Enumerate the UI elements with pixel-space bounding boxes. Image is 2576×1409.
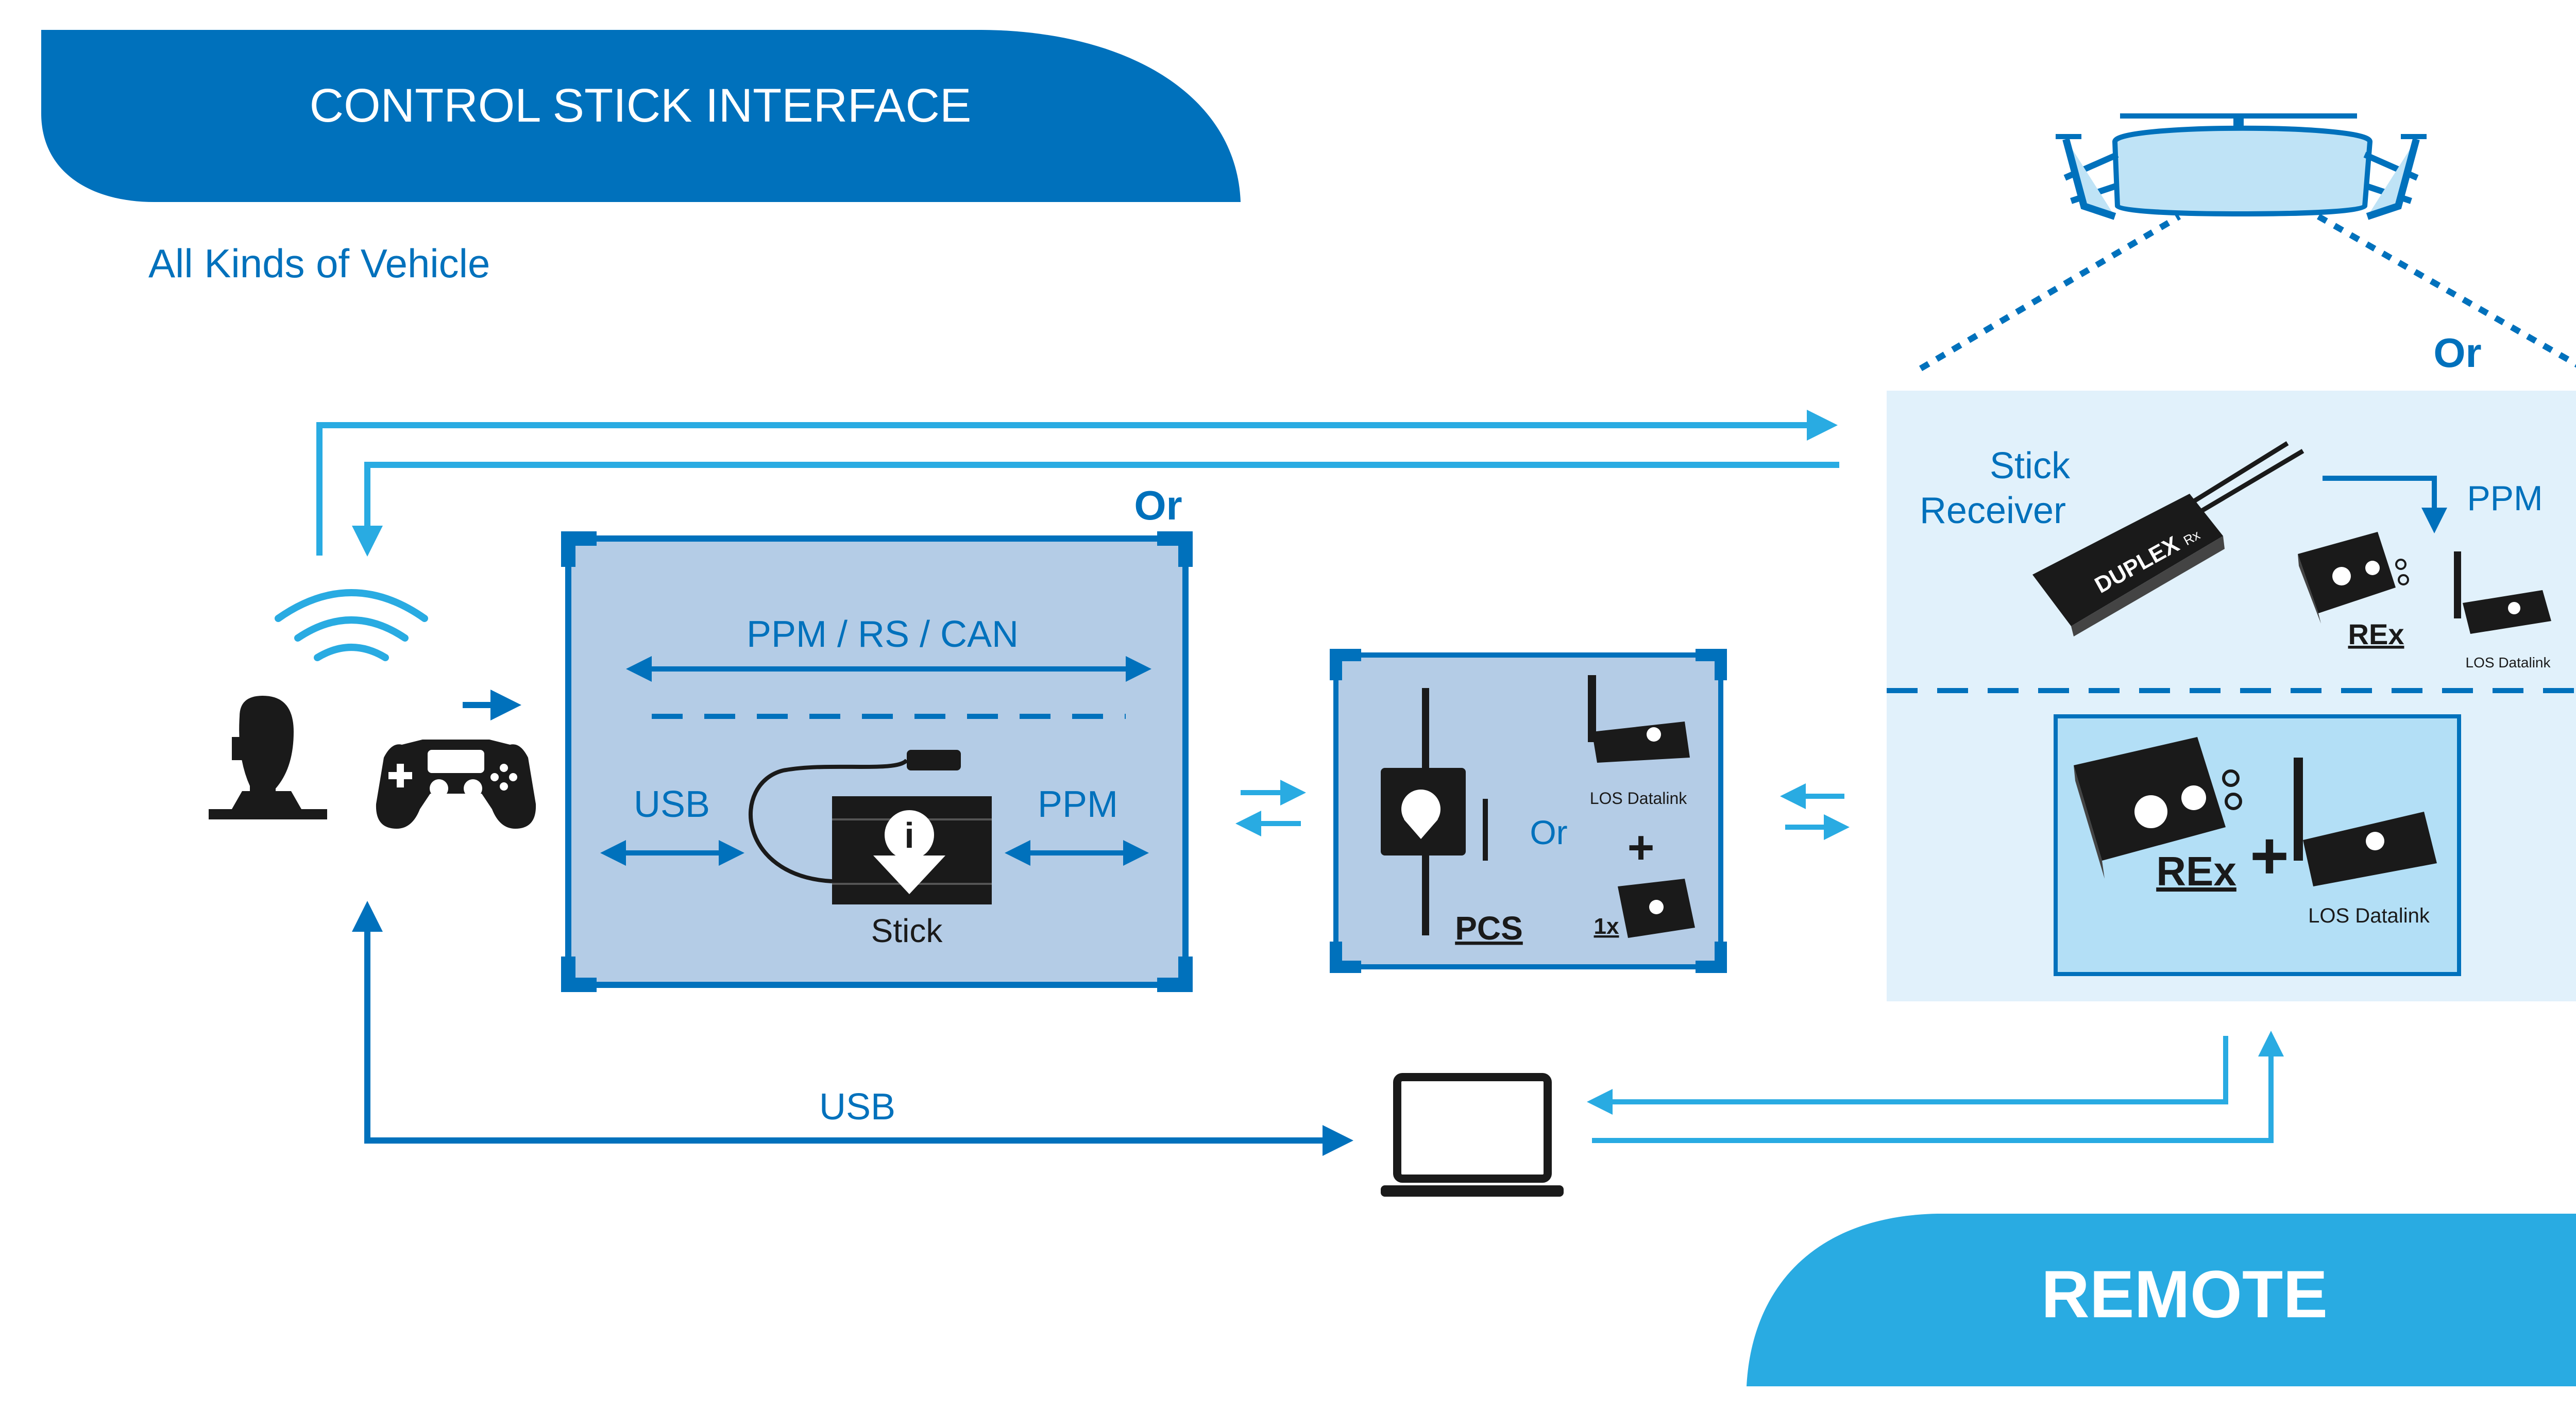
los-datalink-small-icon — [2454, 551, 2551, 634]
ppm-rs-can-label: PPM / RS / CAN — [747, 614, 1019, 655]
los-datalink-large-label: LOS Datalink — [2308, 904, 2430, 927]
drone-icon — [2056, 113, 2427, 220]
los-datalink-pcs-label: LOS Datalink — [1590, 789, 1688, 808]
stick-label: Stick — [871, 912, 943, 949]
rex-large-icon — [2074, 737, 2242, 879]
stick-receiver-device-icon: DUPLEX Rx — [2032, 441, 2304, 636]
drone-dotted-line-left — [1919, 213, 2181, 372]
stick-pcs-exchange-arrows — [1235, 780, 1306, 836]
los-datalink-large-icon — [2294, 758, 2437, 886]
los-datalink-small-label: LOS Datalink — [2466, 655, 2551, 670]
rex-large-label: REx — [2156, 848, 2236, 894]
usb-label: USB — [634, 784, 710, 825]
gamepad-icon — [376, 740, 536, 829]
rex-small-icon — [2298, 532, 2409, 624]
receiver-or-label: Or — [2433, 330, 2481, 376]
wireless-uplink-arrow — [316, 410, 1838, 556]
remote-banner — [1747, 1214, 2576, 1386]
los-datalink-pcs-icon — [1588, 675, 1690, 763]
pcs-or-label: Or — [1530, 813, 1567, 851]
receiver-ppm-label: PPM — [2467, 479, 2543, 518]
drone-dotted-line-right — [2317, 213, 2576, 368]
header-title: CONTROL STICK INTERFACE — [310, 79, 972, 132]
stick-or-label: Or — [1134, 482, 1182, 528]
pcs-plus: + — [1628, 822, 1655, 874]
header-banner — [41, 30, 1241, 202]
stick-device-icon: i — [748, 750, 992, 904]
stick-device-logo: i — [904, 815, 914, 856]
usb-laptop-link — [352, 901, 1353, 1156]
usb-bottom-label: USB — [819, 1086, 895, 1128]
remote-title: REMOTE — [2041, 1256, 2328, 1332]
wifi-icon — [275, 589, 428, 661]
count-1x-label: 1x — [1594, 914, 1619, 939]
joystick-icon — [209, 696, 327, 819]
rex-plus: + — [2250, 818, 2289, 893]
laptop-icon — [1381, 1073, 1564, 1197]
rex-small-label: REx — [2348, 618, 2404, 650]
pcs-remote-exchange-arrows — [1780, 783, 1850, 840]
rex-mini-icon — [1618, 879, 1695, 938]
pcs-label: PCS — [1455, 910, 1523, 947]
receiver-ppm-arrow — [2323, 476, 2447, 533]
stick-receiver-label-line1: Stick — [1990, 445, 2071, 487]
stick-receiver-label-line2: Receiver — [1920, 490, 2066, 531]
remote-to-laptop-arrow — [1587, 1036, 2228, 1115]
laptop-to-remote-arrow — [1592, 1031, 2284, 1143]
wireless-return-arrow — [352, 462, 1839, 557]
ppm-label: PPM — [1038, 784, 1118, 825]
pcs-device-icon — [1381, 688, 1488, 935]
header-subtitle: All Kinds of Vehicle — [148, 241, 490, 286]
